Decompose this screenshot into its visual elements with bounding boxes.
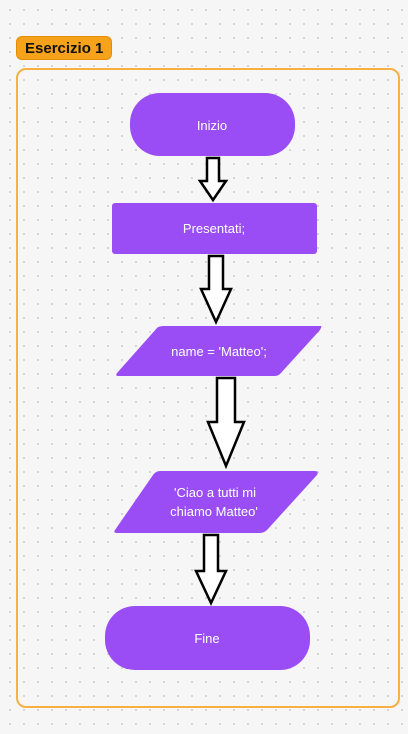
output-node-label-line1: 'Ciao a tutti mi [174,485,256,500]
arrow-down-icon [197,156,229,203]
end-node[interactable]: Fine [105,606,310,670]
start-node-label: Inizio [197,118,227,133]
process-node-label: Presentati; [183,221,245,236]
arrow-down-icon [199,254,233,326]
frame-label[interactable]: Esercizio 1 [16,36,113,60]
input-node[interactable]: name = 'Matteo'; [116,326,322,376]
frame-border [16,68,400,708]
process-node[interactable]: Presentati; [112,203,317,254]
input-node-label: name = 'Matteo'; [171,344,267,359]
output-node-label-line2: chiamo Matteo' [170,504,258,519]
start-node[interactable]: Inizio [130,93,295,156]
arrow-down-icon [194,533,228,606]
end-node-label: Fine [194,631,219,646]
output-node[interactable]: 'Ciao a tutti mi chiamo Matteo' [114,471,318,533]
arrow-down-icon [206,376,246,470]
